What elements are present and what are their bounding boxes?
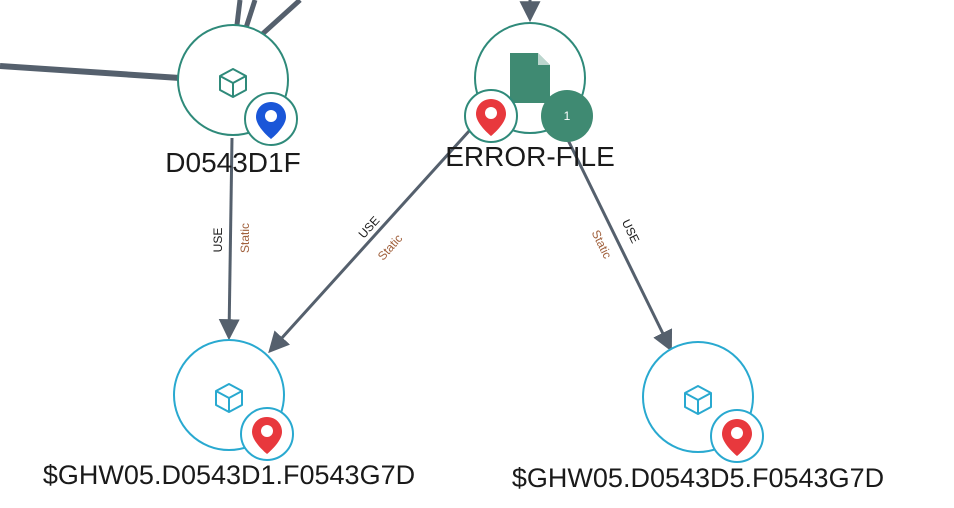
count-badge-value: 1 — [564, 109, 571, 123]
location-pin-badge — [710, 409, 764, 463]
edge-error-file-to-ghw-d1[interactable]: USE Static — [268, 128, 472, 354]
cube-icon — [684, 385, 712, 415]
node-ghw05-d0543d5-f0543g7d[interactable]: $GHW05.D0543D5.F0543G7D — [512, 341, 884, 493]
node-label: $GHW05.D0543D1.F0543G7D — [43, 460, 415, 490]
edge-type-label: USE — [356, 213, 383, 241]
node-error-file[interactable]: 1 ERROR-FILE — [445, 22, 615, 172]
node-label: D0543D1F — [165, 147, 300, 178]
red-location-pin-icon — [252, 417, 282, 454]
cube-icon — [219, 68, 247, 98]
cube-icon — [215, 383, 243, 413]
location-pin-badge — [464, 89, 518, 143]
edge-type-label: USE — [619, 217, 642, 245]
node-label: $GHW05.D0543D5.F0543G7D — [512, 463, 884, 493]
location-pin-badge — [244, 92, 298, 146]
red-location-pin-icon — [476, 99, 506, 136]
node-d0543d1f[interactable]: D0543D1F — [165, 24, 301, 178]
file-icon — [510, 53, 550, 103]
edge-mode-label: Static — [238, 223, 252, 253]
offscreen-edges — [0, 0, 541, 81]
blue-location-pin-icon — [256, 102, 286, 139]
node-label: ERROR-FILE — [445, 141, 615, 172]
edge-d0543d1f-to-ghw-d1[interactable]: USE Static — [211, 137, 252, 341]
edge-type-label: USE — [211, 228, 225, 253]
edge-mode-label: Static — [375, 231, 405, 263]
edge-mode-label: Static — [589, 228, 615, 261]
red-location-pin-icon — [722, 419, 752, 456]
count-badge: 1 — [541, 90, 593, 142]
node-ghw05-d0543d1-f0543g7d[interactable]: $GHW05.D0543D1.F0543G7D — [43, 339, 415, 490]
location-pin-badge — [240, 407, 294, 461]
